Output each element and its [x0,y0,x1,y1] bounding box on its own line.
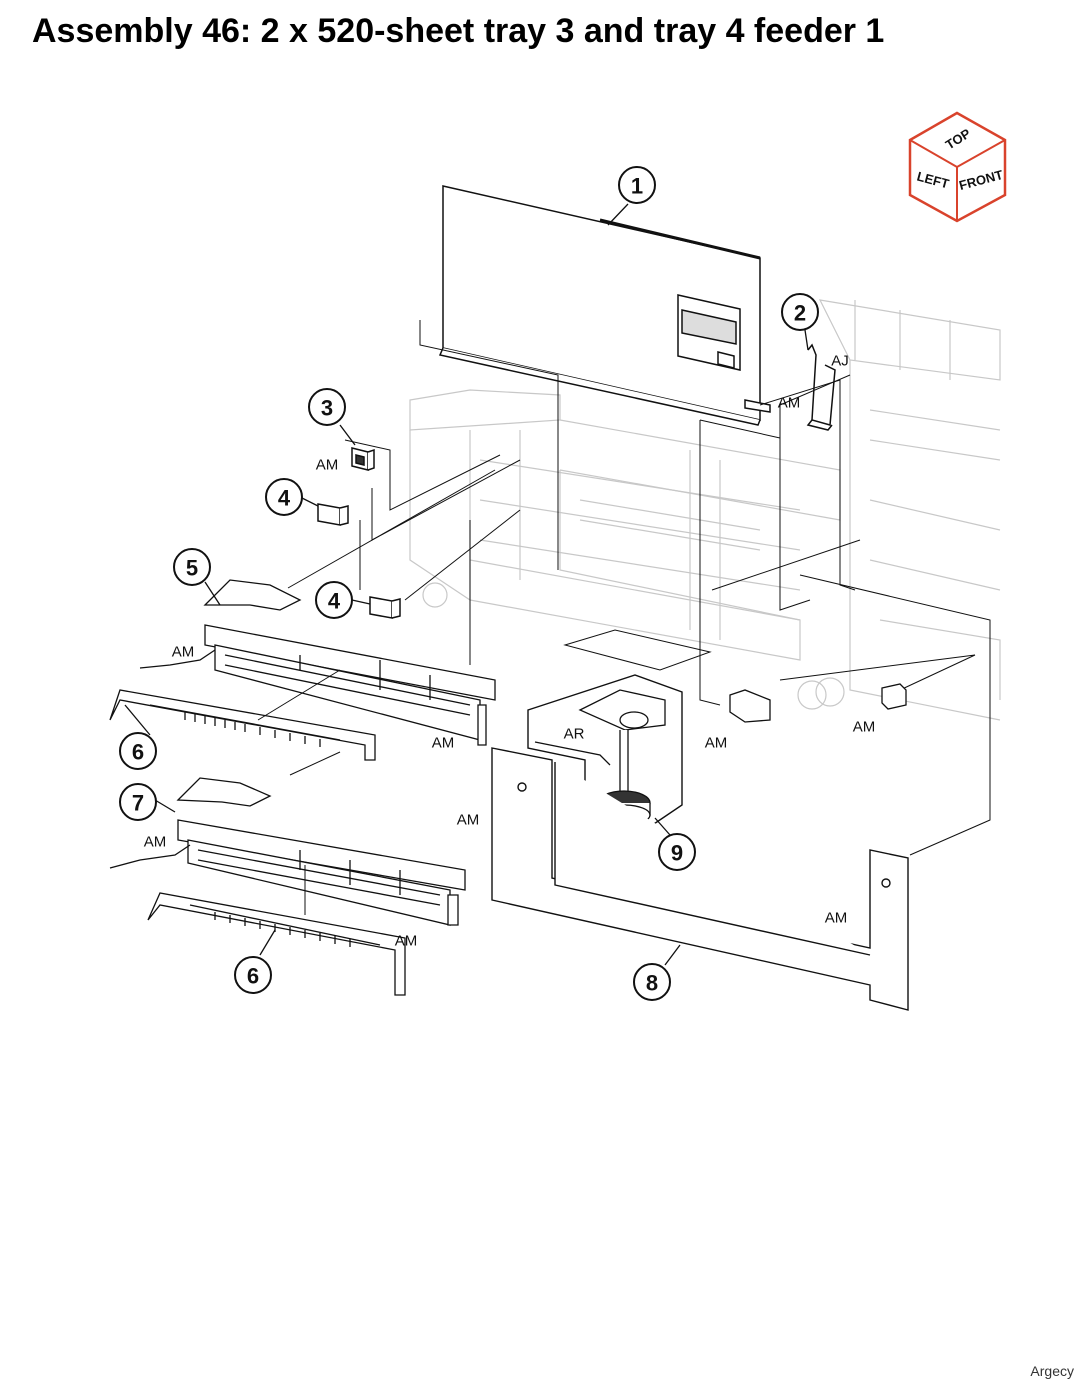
svg-text:1: 1 [631,174,643,199]
part-6-guide-b [147,892,406,996]
label-ar: AR [564,726,585,743]
svg-text:6: 6 [247,964,259,989]
part-5-feeder [139,579,496,746]
part-1-panel [438,185,771,426]
small-bracket-right [881,683,907,710]
label-am-3: AM [172,644,195,661]
label-am-5: AM [705,735,728,752]
svg-text:3: 3 [321,396,333,421]
fastener-labels: AJ AM AM AM AM AM AM AM AM AM AM AR [144,353,876,950]
leader-lines [257,320,991,915]
label-am-7: AM [144,834,167,851]
small-bracket-mid [729,689,771,723]
page-title: Assembly 46: 2 x 520-sheet tray 3 and tr… [32,12,885,50]
label-am-10: AM [395,933,418,950]
label-am-8: AM [457,812,480,829]
callout-4b: 4 [315,581,353,619]
label-am-1: AM [778,395,801,412]
cube-inner-edges [909,139,1006,221]
part-7-feeder [109,777,466,926]
callout-2: 2 [781,293,819,331]
svg-text:7: 7 [132,791,144,816]
svg-text:8: 8 [646,971,658,996]
background-frame [409,299,1001,721]
svg-text:5: 5 [186,556,198,581]
svg-text:2: 2 [794,301,806,326]
svg-text:9: 9 [671,841,683,866]
callout-7: 7 [119,783,157,821]
brand-watermark: Argecy [1030,1363,1074,1379]
callout-6a: 6 [119,732,157,770]
label-aj: AJ [831,353,849,370]
svg-text:4: 4 [328,589,341,614]
svg-text:6: 6 [132,740,144,765]
part-2-bracket [806,343,836,431]
label-am-6: AM [853,719,876,736]
label-am-4: AM [432,735,455,752]
label-am-2: AM [316,457,339,474]
part-3-latch [351,447,375,471]
callouts: 1 2 3 4 4 5 6 7 [119,166,819,1001]
callout-5: 5 [173,548,211,586]
callout-8: 8 [633,963,671,1001]
part-6-guide-a [109,689,376,761]
callout-1: 1 [618,166,656,204]
part-4-block-b [369,596,401,619]
svg-text:4: 4 [278,486,291,511]
part-8-plate [491,747,909,1011]
callout-9: 9 [658,833,696,871]
label-am-9: AM [825,910,848,927]
callout-3: 3 [308,388,346,426]
part-4-block-a [317,503,349,526]
callout-6b: 6 [234,956,272,994]
orientation-cube: TOP LEFT FRONT [908,111,1007,223]
callout-4a: 4 [265,478,303,516]
